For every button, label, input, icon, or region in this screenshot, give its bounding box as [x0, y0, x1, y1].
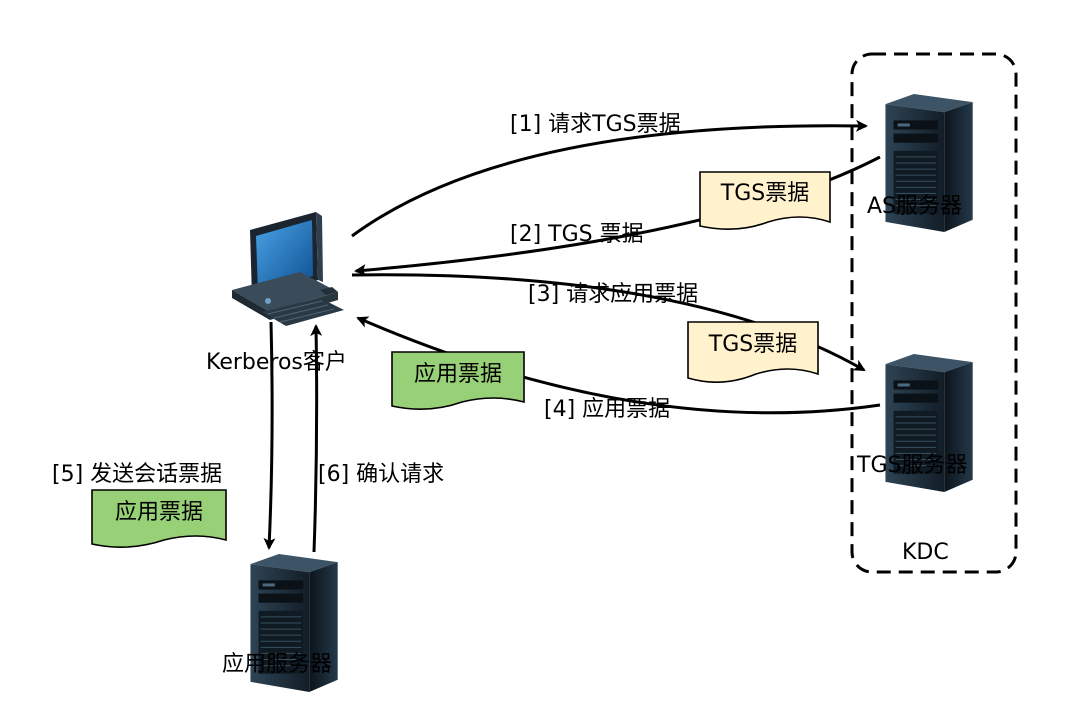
kdc-boundary [850, 52, 1018, 574]
ticket-label-app-2: 应用票据 [114, 500, 203, 525]
message-label-4: [4] 应用票据 [544, 397, 671, 422]
tgs-server-label: TGS服务器 [857, 453, 968, 478]
ticket-label-tgs-2: TGS票据 [708, 332, 798, 357]
arrow-request-tgs [351, 119, 868, 238]
message-label-6: [6] 确认请求 [318, 462, 445, 487]
kdc-label: KDC [902, 540, 949, 565]
message-label-2: [2] TGS 票据 [510, 222, 644, 247]
ticket-shape-app-1 [391, 351, 525, 410]
client-label: Kerberos客户 [206, 350, 347, 375]
arrow-tgs-ticket [354, 155, 881, 277]
ticket-label-app-1: 应用票据 [413, 362, 502, 387]
desktop-computer-icon [232, 212, 344, 326]
arrow-send-session-ticket [263, 321, 276, 550]
as-server-label: AS服务器 [867, 194, 963, 219]
app-server-label: 应用服务器 [222, 652, 333, 677]
ticket-shape-tgs-2 [687, 321, 819, 383]
ticket-shape-app-2 [91, 489, 227, 548]
ticket-label-tgs-1: TGS票据 [720, 181, 810, 206]
ticket-shape-tgs-1 [699, 171, 831, 230]
arrow-app-ticket [356, 316, 881, 415]
message-label-1: [1] 请求TGS票据 [510, 112, 681, 137]
message-label-3: [3] 请求应用票据 [528, 282, 699, 307]
message-label-5: [5] 发送会话票据 [52, 462, 223, 487]
arrow-confirm-request [310, 324, 323, 553]
